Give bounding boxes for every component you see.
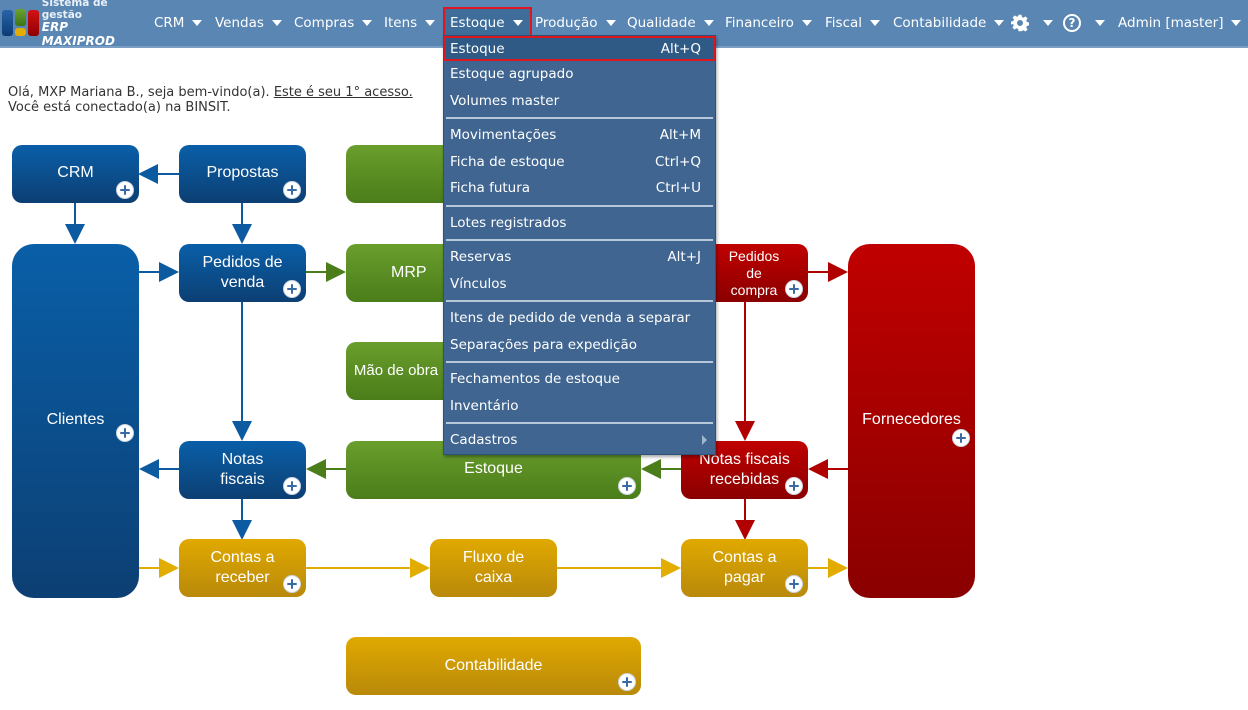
caret-down-icon [703,20,714,26]
logo-title: ERP MAXIPROD [41,20,115,48]
shortcut: Ctrl+Q [655,153,701,170]
nav-menu-producao[interactable]: Produção [529,9,622,37]
menu-divider [446,239,713,241]
menu-divider [446,361,713,363]
nav-menu-itens[interactable]: Itens [378,9,441,37]
question-circle-icon: ? [1063,14,1081,32]
shortcut: Alt+M [659,127,701,144]
shortcut: Alt+Q [660,40,701,57]
menu-item-fechamentos-de-estoque[interactable]: Fechamentos de estoque [450,371,620,388]
caret-down-icon [994,20,1005,26]
box-propostas[interactable]: Propostas [179,145,306,203]
menu-item-separacoes-expedicao[interactable]: Separações para expedição [450,336,638,353]
box-contabilidade[interactable]: Contabilidade [346,637,641,695]
box-fluxo-de-caixa[interactable]: Fluxo de caixa [430,539,557,597]
caret-down-icon [605,20,616,26]
box-crm[interactable]: CRM [12,145,139,203]
menu-divider [446,117,713,119]
box-contas-a-receber[interactable]: Contas a receber [179,539,306,597]
nav-menu-contabilidade[interactable]: Contabilidade [887,9,1010,37]
nav-menu-settings[interactable] [1005,9,1059,37]
menu-item-volumes-master[interactable]: Volumes master [450,92,560,109]
add-icon[interactable] [952,429,970,447]
menu-item-cadastros[interactable]: Cadastros [444,427,715,454]
logo-subtitle: Sistema de gestão [41,0,108,21]
welcome-message: Olá, MXP Mariana B., seja bem-vindo(a). … [8,85,413,115]
add-icon[interactable] [618,673,636,691]
nav-menu-qualidade[interactable]: Qualidade [621,9,720,37]
box-contas-a-pagar[interactable]: Contas a pagar [681,539,808,597]
nav-menu-crm[interactable]: CRM [148,9,208,37]
submenu-arrow-icon [702,435,707,446]
add-icon[interactable] [785,575,803,593]
add-icon[interactable] [283,280,301,298]
caret-down-icon [870,20,881,26]
nav-menu-help[interactable]: ? [1057,9,1111,37]
box-clientes[interactable]: Clientes [12,244,139,598]
caret-down-icon [1043,20,1053,26]
nav-menu-vendas[interactable]: Vendas [209,9,288,37]
connection-info: Você está conectado(a) na BINSIT. [8,100,231,115]
add-icon[interactable] [785,280,803,298]
box-fornecedores[interactable]: Fornecedores [848,244,975,598]
caret-down-icon [271,20,282,26]
menu-item-itens-pedido-venda-separar[interactable]: Itens de pedido de venda a separar [450,310,691,327]
greeting-text: Olá, MXP Mariana B., seja bem-vindo(a). [8,85,270,100]
menu-item-lotes-registrados[interactable]: Lotes registrados [450,214,567,231]
gear-icon [1011,14,1029,32]
caret-down-icon [425,20,436,26]
box-notas-fiscais[interactable]: Notas fiscais [179,441,306,499]
logo-mark-icon [2,9,39,37]
app-logo[interactable]: Sistema de gestão ERP MAXIPROD [2,0,142,47]
box-pedidos-de-venda[interactable]: Pedidos de venda [179,244,306,302]
menu-item-estoque-agrupado[interactable]: Estoque agrupado [450,66,574,83]
shortcut: Alt+J [667,249,701,266]
shortcut: Ctrl+U [655,180,701,197]
add-icon[interactable] [283,477,301,495]
caret-down-icon [512,19,523,26]
caret-down-icon [192,20,203,26]
menu-item-vinculos[interactable]: Vínculos [450,275,507,292]
first-access-link[interactable]: Este é seu 1° acesso. [273,85,413,100]
menu-divider [446,300,713,302]
menu-divider [446,422,713,424]
add-icon[interactable] [785,477,803,495]
nav-menu-financeiro[interactable]: Financeiro [719,9,818,37]
nav-menu-estoque[interactable]: Estoque [443,7,532,38]
caret-down-icon [801,20,812,26]
add-icon[interactable] [283,181,301,199]
user-name: Admin [master] [1118,15,1224,31]
top-navigation-bar: Sistema de gestão ERP MAXIPROD CRM Venda… [0,0,1248,48]
caret-down-icon [1095,20,1105,26]
nav-menu-user[interactable]: Admin [master] [1112,9,1247,37]
menu-divider [446,204,713,207]
menu-item-inventario[interactable]: Inventário [450,397,519,414]
add-icon[interactable] [283,575,301,593]
nav-menu-fiscal[interactable]: Fiscal [819,9,886,37]
caret-down-icon [1231,20,1242,26]
add-icon[interactable] [116,181,134,199]
add-icon[interactable] [618,477,636,495]
nav-menu-compras[interactable]: Compras [288,9,378,37]
caret-down-icon [362,20,373,26]
add-icon[interactable] [116,424,134,442]
